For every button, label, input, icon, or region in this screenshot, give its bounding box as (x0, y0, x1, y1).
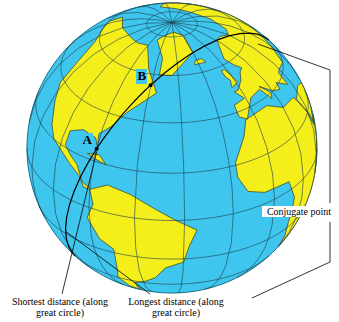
callout-label: Longest distance (along great circle) (120, 296, 232, 318)
landmass (236, 97, 317, 245)
callout-label: Shortest distance (along great circle) (4, 296, 116, 318)
point-marker (148, 83, 152, 87)
leader-line (258, 44, 330, 203)
callout-label: Conjugate point (262, 206, 336, 217)
landmass (157, 32, 193, 75)
ocean-sphere (27, 3, 317, 293)
leader-line (66, 231, 150, 294)
point-label: B (136, 69, 147, 83)
landmass (296, 82, 313, 121)
land-group (52, 3, 317, 289)
graticule (27, 3, 317, 293)
point-label: A (82, 133, 93, 147)
leader-line (62, 152, 97, 294)
great-circle (66, 33, 269, 256)
leader-line (252, 222, 330, 298)
landmass (221, 70, 237, 88)
landmass (87, 185, 197, 289)
point-marker (95, 147, 99, 151)
